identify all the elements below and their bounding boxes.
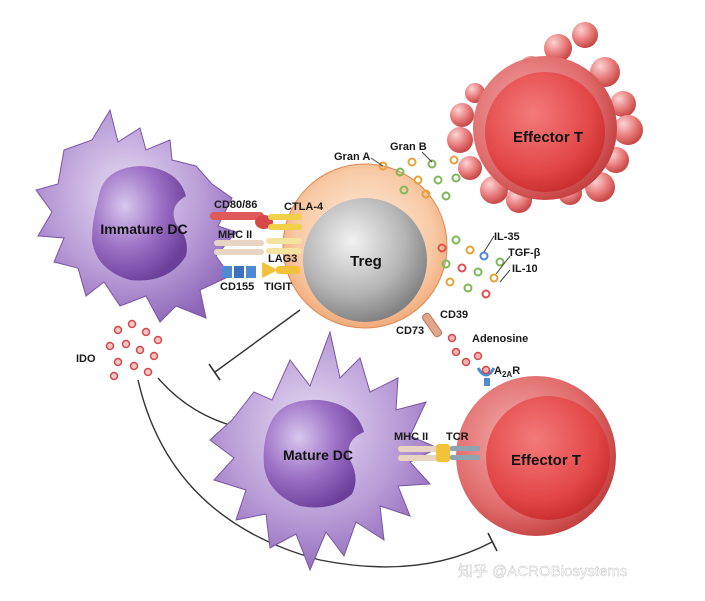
- ido-particles: [105, 319, 163, 381]
- ctla4-label: CTLA-4: [284, 201, 324, 213]
- cd39-label: CD39: [440, 309, 468, 321]
- effector-t-bottom-cell: [456, 376, 616, 536]
- tcr-molecule: [436, 444, 480, 462]
- adenosine-particles: [447, 333, 483, 367]
- inhibition-bar-1: [208, 363, 221, 381]
- leader-lines: [370, 151, 511, 283]
- gran-b-label: Gran B: [390, 141, 427, 153]
- treg-inhibits-mature-dc-line: [214, 309, 301, 373]
- lag3-label: LAG3: [268, 253, 297, 265]
- adenosine-label: Adenosine: [472, 333, 528, 345]
- cd155-molecule: [222, 266, 256, 278]
- mature-dc-cell: [209, 330, 440, 572]
- effector-t-top-label: Effector T: [513, 129, 583, 146]
- tgfb-label: TGF-β: [508, 247, 541, 259]
- mhc2-right-label: MHC II: [394, 431, 428, 443]
- cd39-cd73-molecule: [421, 312, 443, 338]
- tigit-label: TIGIT: [264, 281, 292, 293]
- mhc2-left-label: MHC II: [218, 229, 252, 241]
- cd155-label: CD155: [220, 281, 254, 293]
- cytokine-particles: [437, 235, 505, 299]
- tigit-molecule: [262, 262, 300, 278]
- treg-label: Treg: [350, 253, 382, 270]
- il35-label: IL-35: [494, 231, 520, 243]
- ido-label: IDO: [76, 353, 96, 365]
- il10-label: IL-10: [512, 263, 538, 275]
- granzyme-particles: [378, 155, 461, 201]
- tcr-label: TCR: [446, 431, 469, 443]
- lag3-molecule: [266, 238, 302, 254]
- gran-a-label: Gran A: [334, 151, 370, 163]
- mhc2-left-molecule: [214, 240, 264, 255]
- a2ar-receptor: [476, 365, 496, 386]
- mature-dc-label: Mature DC: [283, 447, 353, 463]
- ido-to-mature-dc-arrow: [157, 377, 237, 427]
- mhc2-right-molecule: [398, 446, 440, 461]
- treg-cell: [282, 163, 448, 329]
- immature-dc-cell: [35, 108, 237, 323]
- ctla4-molecule: [268, 214, 302, 230]
- watermark: 知乎 @ACROBiosystems: [458, 563, 627, 580]
- effector-t-bottom-label: Effector T: [511, 452, 581, 469]
- cd80-86-label: CD80/86: [214, 199, 257, 211]
- cd73-label: CD73: [396, 325, 424, 337]
- immature-dc-label: Immature DC: [100, 221, 187, 237]
- a2ar-label: A2AR: [494, 365, 520, 379]
- effector-t-top-cell: [447, 22, 643, 213]
- inhibition-bar-2: [487, 532, 498, 552]
